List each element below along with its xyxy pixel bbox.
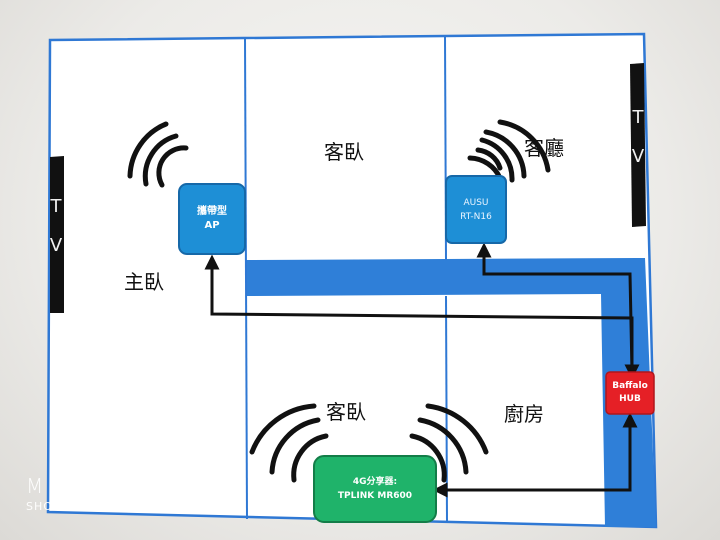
hub-box <box>605 371 655 415</box>
cable-hub-to-asus <box>476 242 634 373</box>
asus-box <box>445 175 507 244</box>
watermark-brand: MIX <box>26 474 75 498</box>
room-label-living-room: 客廳 <box>524 136 564 160</box>
cable-hub-to-router <box>432 412 638 498</box>
router-4g: 4G分享器: TPLINK MR600 <box>314 458 436 520</box>
room-label-master-bedroom: 主臥 <box>124 270 164 294</box>
router-4g-line2: TPLINK MR600 <box>337 491 413 501</box>
router-box <box>313 455 437 523</box>
portable-ap: 攜帶型 AP <box>179 186 245 252</box>
room-label-kitchen: 廚房 <box>504 402 544 426</box>
room-label-bedroom-bottom: 客臥 <box>326 400 366 424</box>
portable-ap-line2: AP <box>204 220 220 231</box>
ap-box <box>178 183 246 255</box>
tv-right-label: TV <box>627 107 649 185</box>
router-4g-line1: 4G分享器: <box>352 477 398 487</box>
buffalo-hub: Baffalo HUB <box>606 373 654 413</box>
tv-right-shape <box>630 63 646 227</box>
tv-left-shape <box>50 156 64 313</box>
wifi-signal-asus <box>467 119 551 183</box>
cables <box>204 242 640 498</box>
room-label-bedroom-top: 客臥 <box>324 140 364 164</box>
buffalo-hub-line2: HUB <box>619 394 641 404</box>
watermark-caption: SHOT ON MI MIX2 <box>26 500 140 513</box>
tv-left-label: TV <box>45 196 67 274</box>
asus-router: AUSU RT-N16 <box>446 180 506 240</box>
buffalo-hub-line1: Baffalo <box>612 381 648 391</box>
asus-router-line1: AUSU <box>463 198 489 208</box>
wifi-signal-ap <box>127 121 189 188</box>
portable-ap-line1: 攜帶型 <box>197 206 227 217</box>
asus-router-line2: RT-N16 <box>460 212 492 222</box>
